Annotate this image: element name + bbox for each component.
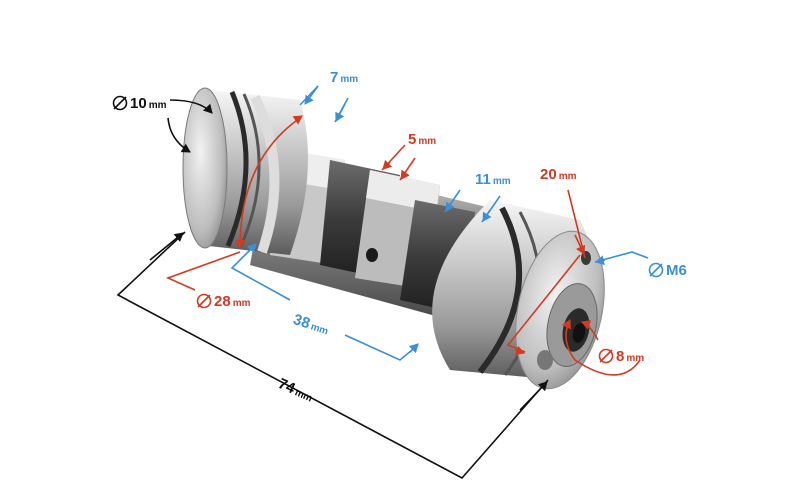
dim-5-line — [381, 144, 416, 181]
dim-20-line — [506, 189, 586, 356]
dim-d28-line — [165, 115, 303, 291]
dim-7-line — [299, 85, 349, 123]
dim-d10-arrows — [167, 99, 213, 153]
oil-hole — [366, 248, 378, 262]
dim-11-line — [444, 189, 501, 223]
dim-m6-label: M6 — [648, 262, 687, 279]
right-bearing — [432, 200, 605, 390]
dim-d8-line — [561, 319, 641, 376]
diameter-symbol-icon — [598, 348, 614, 364]
dim-74-line — [116, 231, 549, 480]
camshaft — [182, 87, 605, 390]
left-bearing — [182, 87, 308, 255]
dim-38-line — [230, 243, 419, 361]
dim-m6-line — [594, 251, 649, 266]
diameter-symbol-icon — [648, 262, 664, 278]
diameter-symbol-icon — [112, 95, 128, 111]
diameter-symbol-icon — [196, 293, 212, 309]
